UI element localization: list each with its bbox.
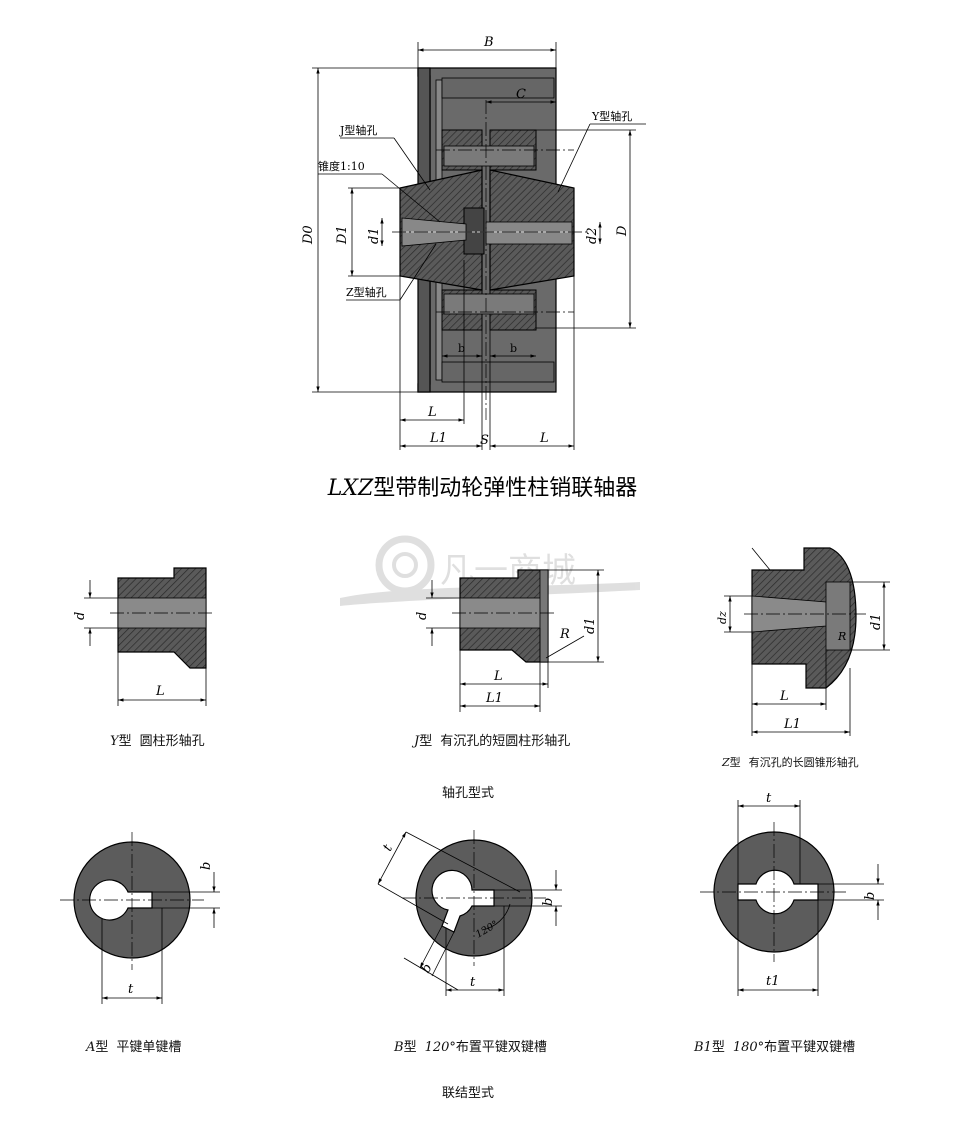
caption-j-type: J型有沉孔的短圆柱形轴孔 [414, 730, 570, 749]
dim-L-bottom: L [427, 405, 437, 420]
main-coupling-drawing: B C D0 D1 d1 d2 D b b L [301, 35, 646, 450]
j-dim-L: L [493, 669, 503, 684]
dim-b-right: b [510, 342, 517, 355]
z-dim-d1: d1 [869, 613, 884, 630]
callout-z-hole: Z型轴孔 [346, 285, 387, 299]
caption-j-code: J [414, 734, 420, 749]
caption-y-suffix: 型 [118, 734, 132, 749]
z-type-bore-drawing: dz d1 R L L1 [716, 547, 890, 736]
callout-j-hole: J型轴孔 [339, 123, 377, 137]
dim-d1: d1 [367, 227, 382, 244]
main-title: LXZ型带制动轮弹性柱销联轴器 [0, 470, 965, 502]
dim-D1: D1 [335, 225, 350, 245]
a-dim-b: b [199, 862, 214, 870]
caption-z-code: Z [722, 756, 730, 769]
b-type-keyway-drawing: b t b t 120° [377, 830, 562, 996]
j-dim-d: d [415, 612, 430, 620]
y-dim-L: L [155, 684, 165, 699]
j-dim-R: R [559, 627, 570, 642]
caption-b-code: B [394, 1040, 404, 1055]
caption-b-type: B型 120°布置平键双键槽 [394, 1036, 547, 1055]
caption-b-desc: 布置平键双键槽 [455, 1040, 547, 1055]
caption-a-suffix: 型 [95, 1040, 109, 1055]
z-dim-dz: dz [716, 611, 729, 624]
y-type-bore-drawing: d L [73, 567, 214, 706]
dim-C: C [516, 87, 526, 102]
z-dim-L: L [779, 689, 789, 704]
y-dim-d: d [73, 612, 88, 620]
j-dim-d1: d1 [583, 617, 598, 634]
caption-a-code: A [86, 1040, 96, 1055]
caption-j-suffix: 型 [419, 734, 433, 749]
z-dim-R: R [837, 630, 846, 643]
caption-z-desc: 有沉孔的长圆锥形轴孔 [748, 756, 859, 769]
dim-D0: D0 [301, 225, 316, 245]
b-dim-t-diag: t [380, 842, 396, 854]
caption-y-code: Y [110, 734, 119, 749]
caption-z-suffix: 型 [729, 756, 741, 769]
dim-d2: d2 [585, 227, 600, 244]
callout-y-hole: Y型轴孔 [591, 109, 632, 123]
caption-b1-angle: 180° [732, 1040, 765, 1055]
caption-b-suffix: 型 [403, 1040, 417, 1055]
b1-dim-t1: t1 [766, 974, 780, 989]
caption-b1-code: B1 [694, 1040, 712, 1055]
a-dim-t: t [128, 982, 134, 997]
caption-b1-suffix: 型 [711, 1040, 725, 1055]
caption-y-type: Y型圆柱形轴孔 [110, 730, 205, 749]
main-title-code: LXZ [327, 476, 374, 501]
a-type-keyway-drawing: b t [60, 832, 220, 1004]
caption-j-desc: 有沉孔的短圆柱形轴孔 [440, 734, 571, 749]
caption-b1-type: B1型 180°布置平键双键槽 [694, 1036, 855, 1055]
caption-keyway-types: 联结型式 [442, 1086, 495, 1101]
caption-y-desc: 圆柱形轴孔 [139, 734, 205, 749]
j-type-bore-drawing: d d1 R L L1 [415, 569, 604, 712]
b1-dim-t: t [766, 791, 772, 806]
caption-b1-desc: 布置平键双键槽 [764, 1040, 856, 1055]
dim-L1: L1 [429, 431, 447, 446]
caption-z-type: Z型有沉孔的长圆锥形轴孔 [722, 754, 859, 770]
callout-taper: 锥度1:10 [318, 159, 365, 173]
main-title-text: 型带制动轮弹性柱销联轴器 [373, 476, 638, 501]
dim-S: S [480, 433, 489, 448]
z-dim-L1: L1 [783, 717, 801, 732]
dim-B: B [483, 35, 494, 50]
dim-L-right: L [539, 431, 549, 446]
caption-a-desc: 平键单键槽 [116, 1040, 182, 1055]
b1-type-keyway-drawing: t b t1 [700, 791, 884, 996]
caption-a-type: A型平键单键槽 [86, 1036, 181, 1055]
dim-b-left: b [458, 342, 465, 355]
b-dim-b-side: b [541, 898, 556, 906]
b1-dim-b: b [863, 892, 878, 900]
b-dim-t: t [470, 975, 476, 990]
dim-D: D [615, 225, 630, 237]
caption-bore-types: 轴孔型式 [442, 786, 495, 801]
j-dim-L1: L1 [485, 691, 503, 706]
caption-b-angle: 120° [424, 1040, 456, 1055]
